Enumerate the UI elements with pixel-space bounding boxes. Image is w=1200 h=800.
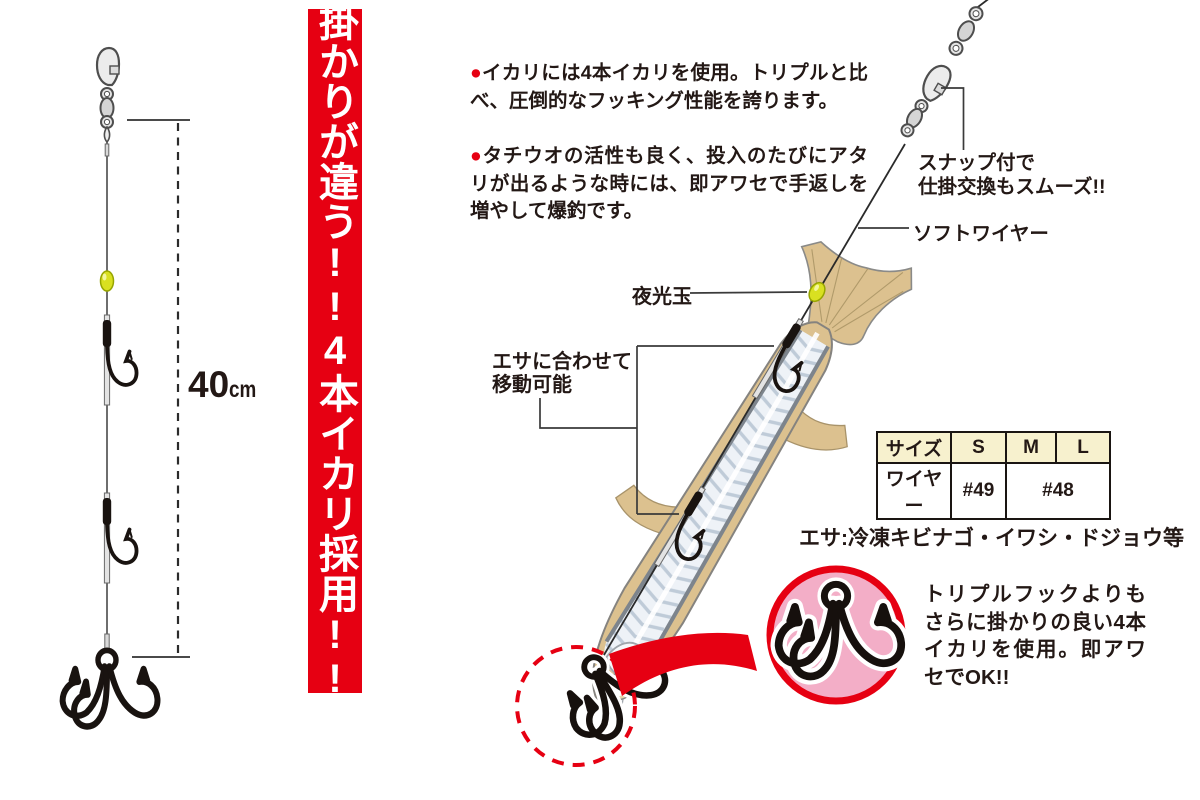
bait-note: エサ:冷凍キビナゴ・イワシ・ドジョウ等 bbox=[799, 527, 1184, 550]
dimension-lines bbox=[127, 119, 190, 658]
size-table-header: S bbox=[950, 431, 1007, 464]
bait-fish-icon bbox=[592, 241, 913, 707]
snap-swivel-icon bbox=[95, 46, 121, 130]
feature-bullet: ●タチウオの活性も良く、投入のたびにアタリが出るような時には、即アワセで手返しを… bbox=[470, 145, 868, 222]
banner-text: 掛かりが違う!!4本イカリ採用!! bbox=[313, 1, 357, 701]
soft-wire-label: ソフトワイヤー bbox=[913, 223, 1049, 245]
left-rig bbox=[63, 46, 190, 726]
magnifier-pointer bbox=[609, 632, 757, 696]
dimension-value: 40 bbox=[188, 364, 230, 405]
snap-label: スナップ付で 仕掛交換もスムーズ!! bbox=[918, 152, 1106, 198]
luminous-bead-icon bbox=[99, 270, 115, 292]
wire-size-s: #49 bbox=[950, 462, 1007, 520]
length-dimension: 40cm bbox=[188, 364, 262, 406]
dashed-highlight-circle bbox=[515, 645, 637, 767]
size-table-header: L bbox=[1055, 431, 1111, 464]
feature-bullets: ●イカリには4本イカリを使用。トリプルと比べ、圧倒的なフッキング性能を誇ります。… bbox=[470, 60, 868, 254]
bait-move-label: エサに合わせて 移動可能 bbox=[492, 351, 632, 396]
size-table-header-row: サイズ S M L bbox=[876, 431, 1111, 464]
dimension-unit: cm bbox=[229, 376, 257, 402]
size-table-header: M bbox=[1005, 431, 1057, 464]
wire-size-ml: #48 bbox=[1005, 462, 1111, 520]
soft-wire bbox=[600, 143, 906, 661]
barrel-swivel-icon bbox=[945, 3, 987, 59]
four-point-hook-icon bbox=[63, 650, 158, 726]
leader-lines bbox=[539, 87, 965, 515]
vertical-banner: 掛かりが違う!!4本イカリ採用!! bbox=[308, 1, 362, 701]
snap-swivel-icon bbox=[894, 60, 956, 143]
feature-bullet: ●イカリには4本イカリを使用。トリプルと比べ、圧倒的なフッキング性能を誇ります。 bbox=[470, 62, 868, 112]
single-hook-icon bbox=[100, 491, 139, 585]
luminous-bead-label: 夜光玉 bbox=[632, 286, 692, 308]
right-diagram bbox=[515, 0, 989, 767]
hook-callout-text: トリプルフックよりもさらに掛かりの良い4本イカリを使用。即アワセでOK!! bbox=[924, 583, 1146, 689]
size-table-row: ワイヤー #49 #48 bbox=[876, 462, 1111, 520]
single-hook-icon bbox=[100, 313, 139, 407]
size-table-header: サイズ bbox=[876, 431, 952, 464]
wire-row-label: ワイヤー bbox=[876, 462, 952, 520]
size-table: サイズ S M L ワイヤー #49 #48 bbox=[876, 431, 1111, 520]
luminous-bead-icon bbox=[808, 281, 826, 303]
